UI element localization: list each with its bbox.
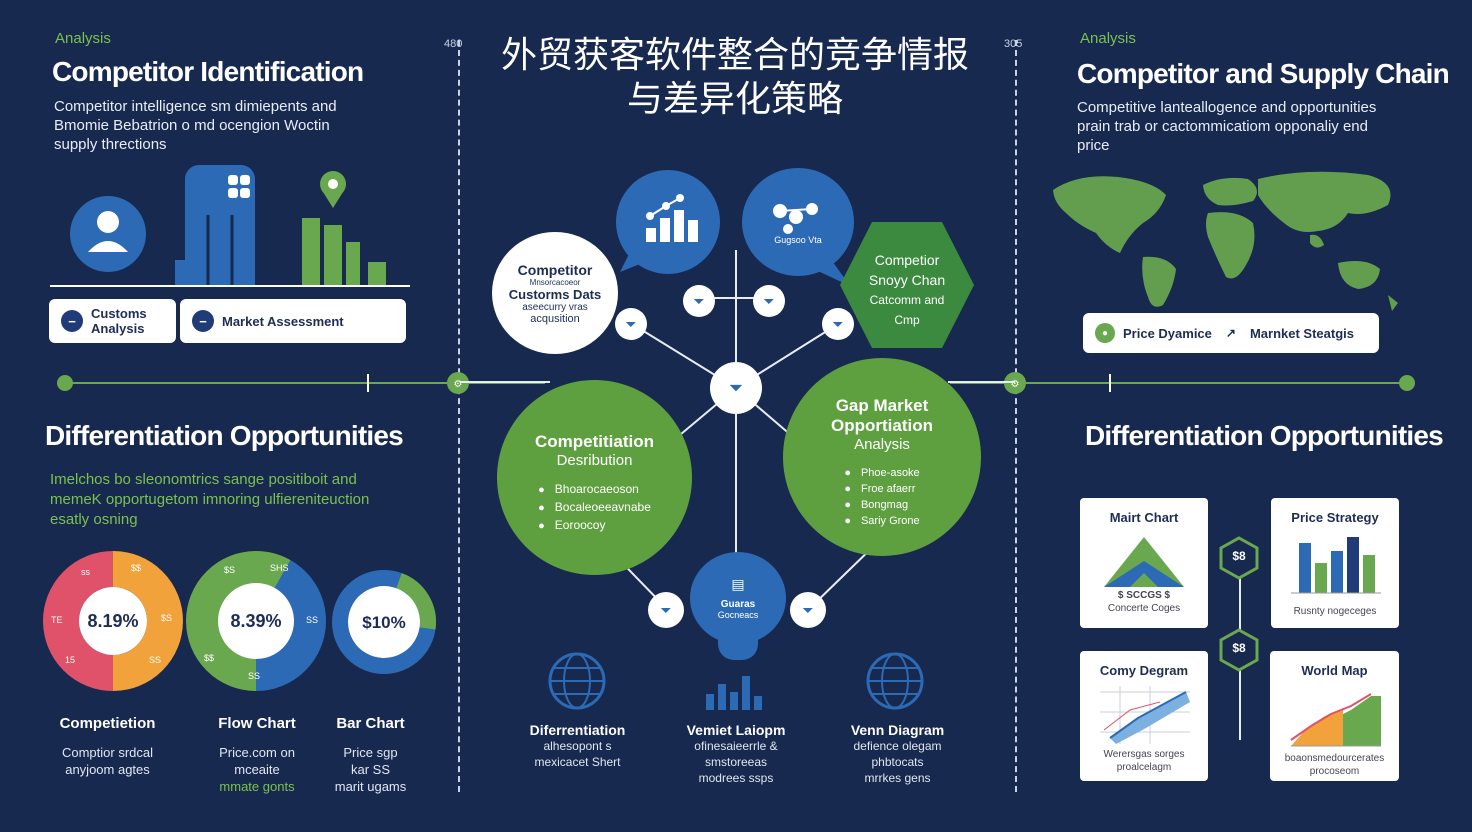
filter-icon: ⏷: [660, 601, 672, 618]
svg-text:⚙: ⚙: [454, 379, 463, 390]
donut-caption-2: Flow Chart Price.com on mceaite mmate go…: [218, 715, 296, 794]
clipboard-icon: ▤: [731, 576, 745, 592]
filter-icon: ⏷: [625, 315, 637, 332]
filter-node-2[interactable]: ⏷: [683, 285, 715, 317]
gap-bullets: Phoe-asoke Froe afaerr Bongmag Sariy Gro…: [844, 465, 920, 529]
right-bottom-heading: Differentiation Opportunities: [1085, 420, 1444, 451]
hex-supply-chain-label: Competior Snoyy Chan Catcomm and Cmp: [868, 252, 946, 327]
arrow-icon: ↗: [1225, 326, 1236, 340]
bar-chart-icon: [1291, 537, 1381, 594]
area-chart-icon: [1289, 693, 1381, 747]
filter-node-5[interactable]: ⏷: [648, 592, 684, 628]
page-title: 外贸获客软件整合的竞争情报 与差异化策略: [470, 34, 1000, 122]
left-top-description: Competitor intelligence sm dimiepents an…: [54, 98, 337, 153]
donut-3-value: $10%: [362, 613, 405, 632]
globe-icon: [866, 652, 924, 710]
filter-icon: ⏷: [763, 292, 775, 309]
globe-icon: [548, 652, 606, 710]
bar-chart-icon: [706, 676, 762, 710]
svg-text:TE: TE: [51, 615, 63, 625]
center-item-1: Diferrentiation alhesopont s mexicacet S…: [529, 722, 626, 769]
side-marker-left: 480: [444, 38, 463, 50]
filter-icon: ⏷: [693, 292, 705, 309]
bubble-tail: [790, 258, 850, 286]
timeline: ⚙ ⚙: [57, 372, 1415, 394]
divider-left: [458, 40, 460, 792]
filter-node-6[interactable]: ⏷: [790, 592, 826, 628]
page-title-line1: 外贸获客软件整合的竞争情报: [500, 35, 969, 76]
page-title-line2: 与差异化策略: [626, 79, 843, 120]
card-world-map[interactable]: World Map boaonsmedourcerates procoseom: [1270, 651, 1399, 781]
svg-text:SHS: SHS: [270, 563, 289, 573]
svg-text:$S: $S: [161, 613, 172, 623]
svg-text:15: 15: [65, 655, 75, 665]
side-marker-right: 305: [1004, 38, 1023, 50]
svg-text:$S: $S: [224, 565, 235, 575]
donut-2-value: 8.39%: [230, 611, 281, 631]
donut-1-value: 8.19%: [87, 611, 138, 631]
left-top-tag: Analysis: [55, 30, 111, 47]
bubble-chart-icon: [616, 170, 720, 274]
node-gap-analysis[interactable]: Gap Market Opportiation Analysis Phoe-as…: [783, 358, 981, 556]
badge-2: $8: [1218, 628, 1260, 672]
svg-text:$$: $$: [204, 653, 214, 663]
pill-market-assessment[interactable]: − Market Assessment: [180, 299, 406, 343]
filter-node-center[interactable]: ⏷: [710, 362, 762, 414]
center-item-3: Venn Diagram defience olegam phbtocats m…: [850, 722, 945, 785]
svg-text:SS: SS: [306, 615, 318, 625]
badge-1: $8: [1218, 536, 1260, 580]
center-item-2: Vemiet Laiopm ofinesaieerrle & smstoreea…: [686, 722, 786, 785]
world-map-graphic: [1053, 171, 1398, 311]
filter-node-4[interactable]: ⏷: [822, 308, 854, 340]
right-top-description: Competitive lanteallogence and opportuni…: [1077, 99, 1377, 154]
donut-chart-3: $10%: [332, 570, 436, 674]
node-distribution[interactable]: Competitiation Desribution Bhoarocaeoson…: [497, 380, 692, 575]
right-top-tag: Analysis: [1080, 30, 1136, 47]
mountain-chart-icon: [1104, 537, 1184, 587]
line-chart-icon: [1100, 686, 1190, 744]
node-customs[interactable]: ▤ Guaras Gocneacs: [690, 552, 786, 644]
filter-icon: ⏷: [832, 315, 844, 332]
svg-text:SS: SS: [149, 655, 161, 665]
left-top-illustration: [50, 165, 410, 287]
card-price-strategy[interactable]: Price Strategy Rusnty nogeceges: [1271, 498, 1399, 628]
donut-chart-2: 8.39% $S SHS $$ SS SS: [186, 551, 326, 691]
minus-icon: −: [192, 310, 214, 332]
left-bottom-description: Imelchos bo sleonomtrics sange positiboi…: [50, 471, 370, 528]
check-icon: ●: [1095, 323, 1115, 343]
network-icon: [773, 203, 818, 234]
donut-caption-1: Competietion Comptior srdcal anyjoom agt…: [59, 715, 156, 777]
distribution-bullets: Bhoarocaeoson Bocaleoeeavnabe Eoroocoy: [538, 481, 651, 535]
minus-icon: −: [61, 310, 83, 332]
filter-icon: ⏷: [728, 377, 744, 398]
card-mairt-chart[interactable]: Mairt Chart $ SCCGS $ Concerte Coges: [1080, 498, 1208, 628]
filter-node-1[interactable]: ⏷: [615, 308, 647, 340]
svg-text:ss: ss: [81, 567, 91, 577]
left-top-heading: Competitor Identification: [52, 56, 364, 87]
pill-customs-analysis[interactable]: − Customs Analysis: [49, 299, 176, 343]
node-customs-base: [718, 636, 758, 660]
donut-caption-3: Bar Chart Price sgp kar SS marit ugams: [334, 715, 407, 794]
svg-text:$$: $$: [131, 563, 141, 573]
card-comy-degram[interactable]: Comy Degram Werersgas sorges proalcelagm: [1080, 651, 1208, 781]
left-bottom-heading: Differentiation Opportunities: [45, 420, 404, 451]
svg-text:SS: SS: [248, 671, 260, 681]
svg-text:⚙: ⚙: [1011, 379, 1020, 390]
right-top-heading: Competitor and Supply Chain: [1077, 58, 1450, 89]
node-competitor[interactable]: Competitor Mnsorcacoeor Custorms Dats as…: [492, 232, 618, 354]
pill-price-market[interactable]: ● Price Dyamice ↗ Marnket Steatgis: [1083, 313, 1379, 353]
hex-supply-chain[interactable]: [838, 220, 976, 350]
divider-right: [1015, 40, 1017, 792]
filter-node-3[interactable]: ⏷: [753, 285, 785, 317]
filter-icon: ⏷: [802, 601, 814, 618]
donut-chart-1: 8.19% ss $$ TE $S 15 SS: [43, 551, 183, 691]
